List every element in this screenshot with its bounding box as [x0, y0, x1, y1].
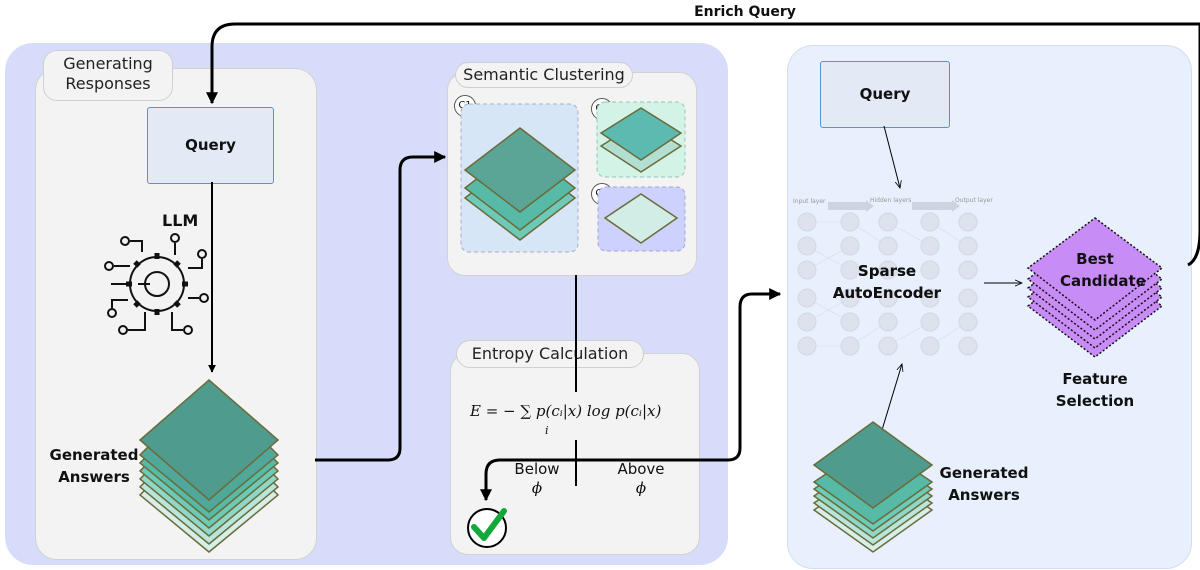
llm-label: LLM: [162, 211, 199, 230]
generated-answers-right-label: Generated Answers: [939, 464, 1029, 504]
entropy-calculation-title: Entropy Calculation: [456, 340, 644, 368]
generating-responses-title: Generating Responses: [43, 50, 173, 101]
below-phi: ϕ: [531, 479, 543, 497]
cluster-c2-diamonds: [599, 107, 683, 173]
generated-answers-stack-right: [812, 421, 934, 553]
cluster-c1-diamonds: [463, 127, 577, 241]
below-branch-arrow: [480, 458, 576, 502]
sum-index: i: [545, 424, 549, 437]
enrich-query-label: Enrich Query: [694, 4, 796, 20]
semantic-clustering-title: Semantic Clustering: [455, 62, 633, 88]
query-to-sae-arrow: [883, 125, 900, 188]
above-branch-arrow: [576, 288, 782, 462]
below-label: Below: [514, 460, 560, 478]
query-box: Query: [147, 107, 274, 184]
best-candidate-label-top: Best Candidate: [1060, 250, 1146, 290]
feature-selection-label: Feature Selection: [1055, 370, 1135, 410]
cluster-c3-diamond: [603, 193, 679, 244]
entropy-formula: E = − ∑ p(cᵢ|x) log p(cᵢ|x): [470, 402, 662, 420]
best-candidate-stack: [1026, 217, 1164, 358]
check-icon: [467, 508, 507, 548]
llm-gear-icon: [104, 233, 209, 335]
enrich-query-arrow: [206, 22, 1200, 267]
hidden-layers-label: Hidden layers: [870, 197, 912, 204]
answers-to-clustering-arrow: [315, 151, 447, 462]
sparse-autoencoder-label-top: Sparse AutoEncoder: [832, 262, 942, 302]
query-box-right: Query: [820, 61, 950, 128]
above-phi: ϕ: [635, 479, 647, 497]
generated-answers-stack-left: [138, 379, 280, 553]
answers-to-sae-arrow: [881, 364, 902, 431]
generated-answers-label: Generated Answers: [49, 446, 139, 486]
sparse-autoencoder-network: [797, 200, 978, 356]
input-layer-label: Input layer: [793, 198, 826, 205]
above-label: Above: [617, 460, 665, 478]
output-layer-label: Output layer: [955, 197, 993, 204]
